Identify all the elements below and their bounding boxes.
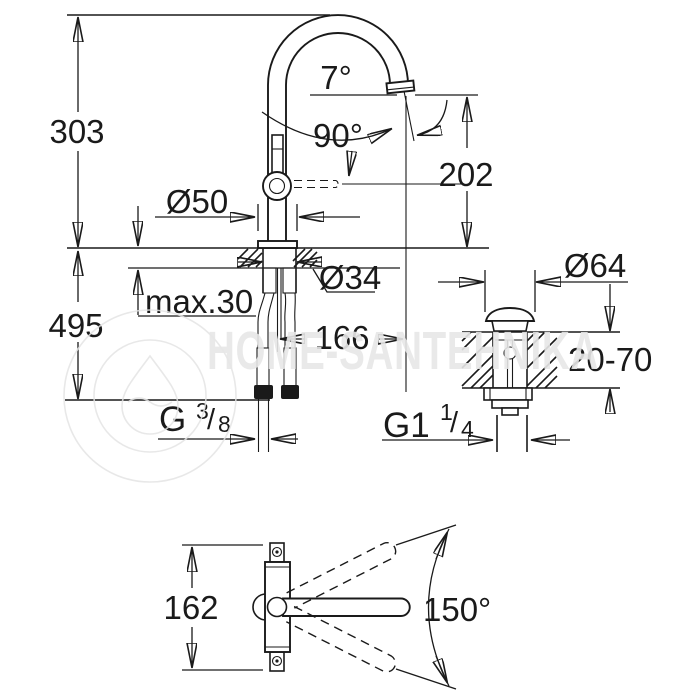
dim-d34: Ø34	[238, 259, 381, 296]
dim-g38-slash: /	[207, 404, 216, 436]
dim-150deg-label: 150°	[423, 591, 491, 628]
dim-g114-letter: G1	[383, 406, 430, 445]
plan-view: 162 150°	[163, 524, 491, 690]
dim-d50-label: Ø50	[166, 183, 228, 220]
drain-locknut	[483, 387, 533, 401]
dim-303: 303	[49, 18, 105, 246]
base-flange	[257, 240, 298, 249]
dim-166: 166	[281, 319, 402, 356]
dim-303-label: 303	[49, 113, 104, 150]
hose-fitting	[254, 385, 273, 399]
lever-position-up	[286, 542, 397, 609]
dim-d64-label: Ø64	[564, 247, 626, 284]
spout-outlet	[385, 79, 416, 95]
watermark: HOME-SANTEHNIKA	[63, 309, 599, 483]
dim-g38-denominator: 8	[218, 411, 231, 437]
handle-stub	[271, 134, 284, 174]
faucet-body	[257, 14, 416, 249]
plan-body	[252, 542, 411, 673]
dim-150deg: 150°	[395, 524, 491, 690]
shank-and-hoses	[254, 248, 299, 452]
lever-position-down	[286, 605, 397, 673]
dim-d50: Ø50	[155, 183, 360, 231]
dim-162-label: 162	[163, 589, 218, 626]
dim-g114: G1 1 / 4	[382, 399, 570, 445]
dim-495: 495	[48, 252, 104, 398]
side-view: 303 495 7° 90°	[48, 14, 494, 452]
dim-166-label: 166	[314, 319, 369, 356]
watermark-logo-outer-ring	[63, 309, 237, 483]
dim-7deg-label: 7°	[320, 59, 352, 96]
dim-max30-label: max.30	[145, 283, 253, 320]
watermark-logo-inner-ring	[93, 339, 207, 453]
watermark-logo-drop	[121, 354, 179, 435]
dim-7deg: 7°	[261, 59, 478, 392]
mounting-screw	[271, 655, 283, 667]
lever-pivot	[266, 596, 288, 618]
dim-max30: max.30	[138, 206, 256, 320]
dim-d64: Ø64	[438, 247, 628, 312]
deck-hatch	[237, 248, 318, 268]
dim-d34-label: Ø34	[319, 259, 381, 296]
hose-fitting	[281, 385, 299, 399]
dim-495-label: 495	[48, 307, 103, 344]
mounting-screw	[271, 546, 283, 558]
drain-cap	[484, 307, 536, 322]
dim-2070-label: 20-70	[568, 341, 652, 378]
dim-2070: 20-70	[568, 284, 652, 412]
lever-handle	[282, 597, 411, 617]
dim-90deg: 90°	[294, 117, 462, 189]
dim-202-label: 202	[438, 156, 493, 193]
dim-202: 202	[438, 98, 494, 246]
dim-90deg-label: 90°	[313, 117, 363, 154]
watermark-text: HOME-SANTEHNIKA	[207, 321, 599, 381]
dim-g114-slash: /	[450, 407, 459, 439]
drain-assembly	[483, 307, 536, 452]
drain-view: Ø64 20-70 G1 1 / 4	[382, 247, 652, 452]
dim-g114-numerator: 1	[440, 399, 453, 425]
dim-g114-denominator: 4	[461, 416, 474, 442]
dim-162: 162	[163, 544, 263, 671]
